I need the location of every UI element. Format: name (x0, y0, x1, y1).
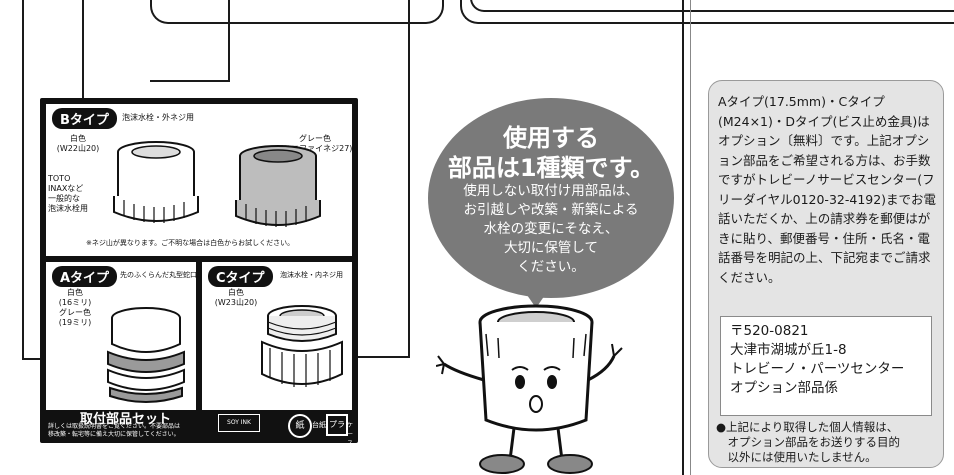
speech-bubble-tail (518, 282, 554, 308)
privacy-note: ●上記により取得した個人情報は、 オプション部品をお送りする目的 以外には使用い… (716, 420, 900, 464)
b-type-usage: 泡沫水栓・外ネジ用 (122, 113, 194, 122)
a-type-usage: 先のふくらんだ丸型蛇口用 (120, 271, 204, 279)
a-type-tag: Aタイプ (52, 266, 118, 287)
leader-line-d-v (408, 0, 410, 358)
b-brands-label: TOTO INAXなど 一般的な 泡沫水栓用 (48, 174, 88, 213)
footer-title: 取付部品セット (80, 412, 172, 427)
c-type-spec: 白色 (W23山20) (214, 288, 258, 307)
b-white-label: 白色 (W22山20) (56, 134, 100, 153)
top-frame-right (460, 0, 954, 24)
soy-ink-logo: SOY INK (218, 414, 260, 432)
leader-line-a-v (22, 0, 24, 360)
b-type-note: ※ネジ山が異なります。ご不明な場合は白色からお試しください。 (86, 239, 295, 247)
leader-line-b-v (82, 0, 84, 98)
b-type-tag: Bタイプ (52, 108, 117, 129)
c-part-icon (261, 305, 343, 387)
mascot-illustration (436, 304, 623, 474)
address-text: 〒520-0821 大津市湖城が丘1-8 トレビーノ・パーツセンター オプション… (730, 323, 905, 396)
leader-line-c-v (228, 0, 230, 82)
option-info-text: Aタイプ(17.5mm)・Cタイプ(M24×1)・Dタイプ(ビス止め金具)はオプ… (718, 94, 937, 285)
address-box (720, 316, 932, 416)
divider-vertical-2 (690, 0, 691, 475)
recycle-plastic-icon: プラ (326, 414, 348, 436)
top-frame-inner (470, 0, 954, 12)
bubble-heading-1: 使用する (503, 124, 599, 152)
soy-ink-label: SOY INK (227, 419, 251, 426)
bubble-heading-2: 部品は1種類です。 (447, 154, 655, 182)
bubble-body: 使用しない取付け用部品は、 お引越しや改築・新築による 水栓の変更にそなえ、 大… (463, 183, 639, 275)
plastic-label: ケース (347, 422, 354, 447)
parts-set-card: Bタイプ 泡沫水栓・外ネジ用 白色 (W22山20) グレー色 (ユニファイネジ… (40, 98, 358, 447)
leader-line-c-h (150, 80, 230, 82)
a-type-spec: 白色 (16ミリ) グレー色 (19ミリ) (58, 288, 92, 327)
c-type-tag: Cタイプ (208, 266, 273, 287)
paper-label: 台紙 (312, 421, 326, 429)
c-type-usage: 泡沫水栓・内ネジ用 (280, 271, 343, 279)
leader-line-d-h (352, 356, 410, 358)
recycle-paper-icon: 紙 (288, 414, 312, 438)
b-white-part-icon (113, 141, 199, 223)
b-gray-label: グレー色 (ユニファイネジ27) (280, 134, 353, 153)
b-gray-part-icon (235, 145, 321, 227)
top-frame-left (150, 0, 444, 24)
speech-bubble (428, 98, 674, 298)
footer-text: 詳しくは取扱説明書をご覧ください。不要部品は 移改築・転宅等に備え大切に保管して… (48, 423, 181, 438)
divider-vertical (682, 0, 684, 475)
a-part-icon (107, 307, 185, 403)
